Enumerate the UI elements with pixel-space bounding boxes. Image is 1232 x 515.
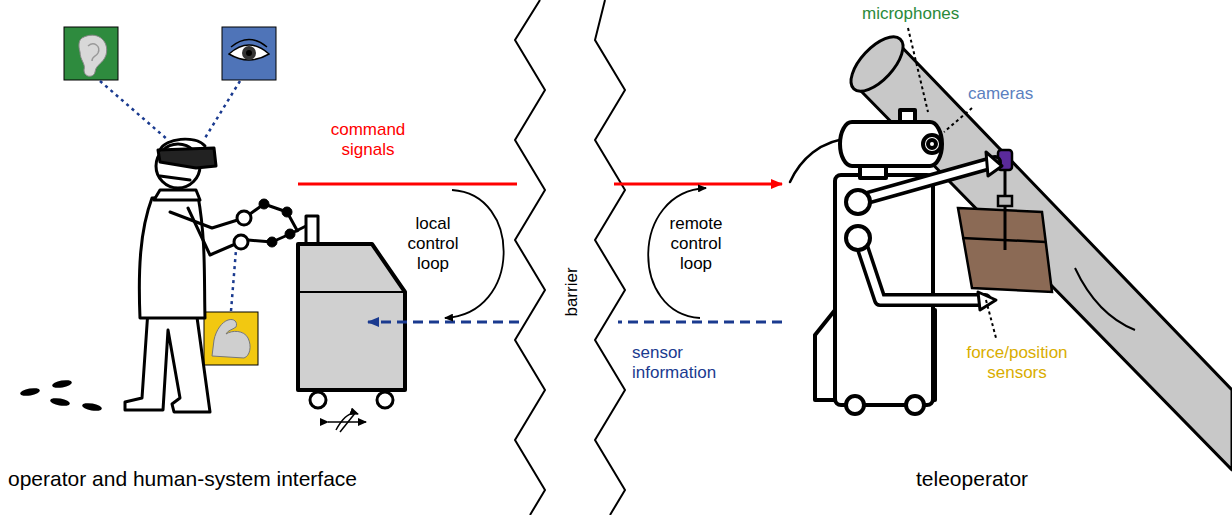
command-signal-lines-part xyxy=(298,183,517,186)
teleoperator-robot-part xyxy=(846,396,864,414)
barrier-lines-part xyxy=(515,0,545,515)
vision-icon-part xyxy=(222,27,276,80)
haptic-device-part xyxy=(298,244,405,390)
haptic-icon-part xyxy=(204,312,258,365)
sensor-information-lines-part xyxy=(368,321,519,324)
operator-figure-part xyxy=(170,212,244,228)
teleoperator-robot-part xyxy=(846,226,870,250)
haptic-device-part xyxy=(310,392,326,408)
haptic-device-part xyxy=(306,216,318,244)
haptic-device-part xyxy=(248,226,306,242)
teleoperator-robot-part xyxy=(846,190,870,214)
leader-lines xyxy=(908,28,996,338)
operator-figure-part xyxy=(234,235,248,249)
vision-icon-part xyxy=(242,46,256,60)
haptic-device-part xyxy=(282,207,292,217)
vision-icon-part xyxy=(246,50,252,56)
sensor-information-lines-part xyxy=(618,321,782,324)
teleoperator-robot-part xyxy=(986,152,1002,176)
sense-links-part xyxy=(100,81,168,140)
haptic-device-part xyxy=(298,291,405,293)
operator-figure-part xyxy=(125,310,210,412)
vision-icon-part xyxy=(231,40,267,48)
teleoperator-robot-part xyxy=(906,396,924,414)
barrier-lines xyxy=(515,0,625,515)
haptic-device-part xyxy=(259,199,269,209)
leader-lines-part xyxy=(908,28,928,112)
sensor-label: force/position sensors xyxy=(956,343,1078,383)
operator-figure-part xyxy=(158,148,216,168)
leader-lines-part xyxy=(944,108,972,132)
hearing-icon-part xyxy=(64,27,118,80)
pipe-part xyxy=(842,28,912,100)
signal-label: sensor information xyxy=(632,343,736,383)
footprints-part xyxy=(50,397,71,407)
hearing-icon-part xyxy=(88,44,99,61)
haptic-device-part xyxy=(250,204,298,232)
teleoperator-robot-part xyxy=(923,135,941,153)
teleoperator-robot-part xyxy=(860,240,985,300)
loop-label: remote control loop xyxy=(661,214,731,274)
motion-arrows-part xyxy=(336,413,358,430)
control-loop-arcs-part xyxy=(445,190,504,318)
hearing-icon-part xyxy=(79,35,107,76)
motion-arrows xyxy=(328,412,366,432)
loop-label: local control loop xyxy=(400,214,466,274)
teleoperator-robot-part xyxy=(860,162,995,200)
operator-figure xyxy=(125,139,251,412)
operator-figure-part xyxy=(160,139,205,150)
sense-links-part xyxy=(205,81,240,138)
haptic-device-part xyxy=(285,229,295,239)
footprints-part xyxy=(20,387,41,397)
operator-figure-part xyxy=(188,208,240,255)
haptic-icon xyxy=(204,312,258,365)
sensor-information-lines xyxy=(368,321,782,324)
teleoperator-robot-part xyxy=(840,122,942,166)
footprints-part xyxy=(52,379,73,389)
leader-lines-part xyxy=(986,300,996,338)
teleoperator-robot-part xyxy=(928,140,936,148)
footprints xyxy=(20,379,103,412)
signal-label: command signals xyxy=(318,120,418,160)
motion-arrows-part xyxy=(340,412,356,432)
pipe-part xyxy=(1075,268,1135,330)
teleoperator-robot-part xyxy=(860,162,995,200)
footprints-part xyxy=(82,402,103,412)
haptic-device-part xyxy=(267,237,277,247)
teleoperator-robot xyxy=(790,110,1002,414)
teleoperator-robot-part xyxy=(860,240,985,300)
operator-figure-part xyxy=(237,211,251,225)
barrier-lines-part xyxy=(595,0,625,515)
section-caption: operator and human-system interface xyxy=(8,466,357,491)
haptic-icon-part xyxy=(212,319,250,358)
hearing-icon xyxy=(64,27,118,80)
sensor-label: cameras xyxy=(968,84,1033,104)
teleoperator-robot-part xyxy=(900,110,915,122)
haptic-device xyxy=(248,199,405,432)
sensor-label: microphones xyxy=(862,4,959,24)
vision-icon-part xyxy=(229,45,269,60)
operator-figure-part xyxy=(160,176,190,180)
section-caption: teleoperator xyxy=(916,466,1028,491)
clamp-part xyxy=(998,196,1012,206)
command-signal-lines-part xyxy=(614,183,782,186)
barrier-label: barrier xyxy=(562,267,582,316)
command-signal-lines xyxy=(298,183,782,186)
clamp-part xyxy=(1004,170,1007,250)
control-loop-arcs xyxy=(445,188,706,318)
haptic-device-part xyxy=(377,392,393,408)
sense-links-part xyxy=(231,250,236,311)
vision-icon xyxy=(222,27,276,80)
operator-figure-part xyxy=(154,190,200,200)
